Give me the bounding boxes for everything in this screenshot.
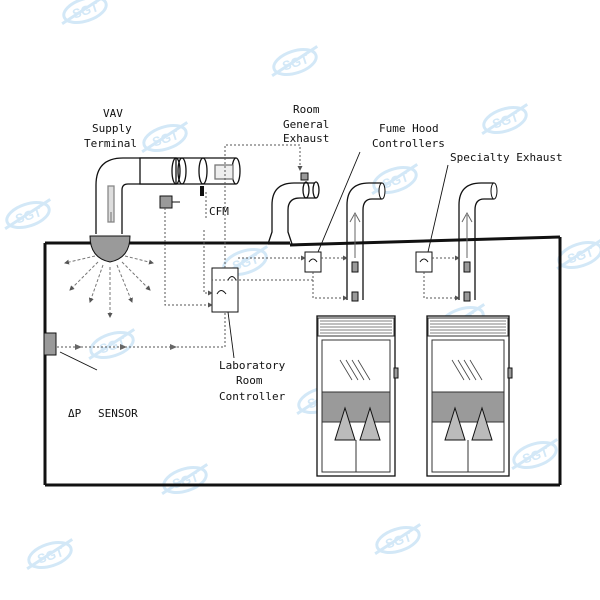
fume-hood-1-controller-icon (304, 251, 322, 273)
exhaust-damper-icon (300, 172, 309, 181)
specialty-exhaust-label: Specialty Exhaust (450, 151, 563, 164)
vav-damper-icon (159, 186, 204, 209)
sensor-flow-arrows (75, 344, 177, 350)
vav-label-line2: Supply (92, 122, 132, 135)
lab-controller-label-line1: Laboratory (219, 359, 286, 372)
lab-controller-label-line2: Room (236, 374, 263, 387)
labels: VAV Supply Terminal Room General Exhaust… (68, 103, 563, 420)
fume-hood-2-controller-icon (415, 251, 433, 273)
fume-hood-label-line1: Fume Hood (379, 122, 439, 135)
sensor-label: SENSOR (98, 407, 138, 420)
supply-diffuser (89, 235, 131, 263)
sensor-signal-line (57, 312, 226, 348)
vav-label-line1: VAV (103, 107, 123, 120)
delta-p-sensor-icon (43, 332, 57, 356)
room-exhaust-label-line1: Room (293, 103, 320, 116)
room-general-exhaust (267, 181, 320, 245)
fume-hood-2 (426, 182, 513, 477)
room-outline (43, 235, 562, 487)
cfm-label: CFM (209, 205, 229, 218)
leader-lines (59, 151, 449, 371)
room-exhaust-label-line2: General (283, 118, 329, 131)
room-exhaust-label-line3: Exhaust (283, 132, 329, 145)
lab-controller-label-line3: Controller (219, 390, 286, 403)
vav-supply-duct (95, 157, 241, 234)
delta-p-label: ΔP (68, 407, 82, 420)
lab-room-controller-icon (211, 267, 239, 313)
watermark-layer: SGT SGT SGT SGT SGT SGT SGT SGT SGT SGT … (0, 0, 600, 575)
supply-air-arrows (64, 255, 154, 318)
fume-hood-1 (316, 182, 399, 477)
control-signal-lines (164, 144, 460, 308)
vav-label-line3: Terminal (84, 137, 137, 150)
fume-hood-label-line2: Controllers (372, 137, 445, 150)
